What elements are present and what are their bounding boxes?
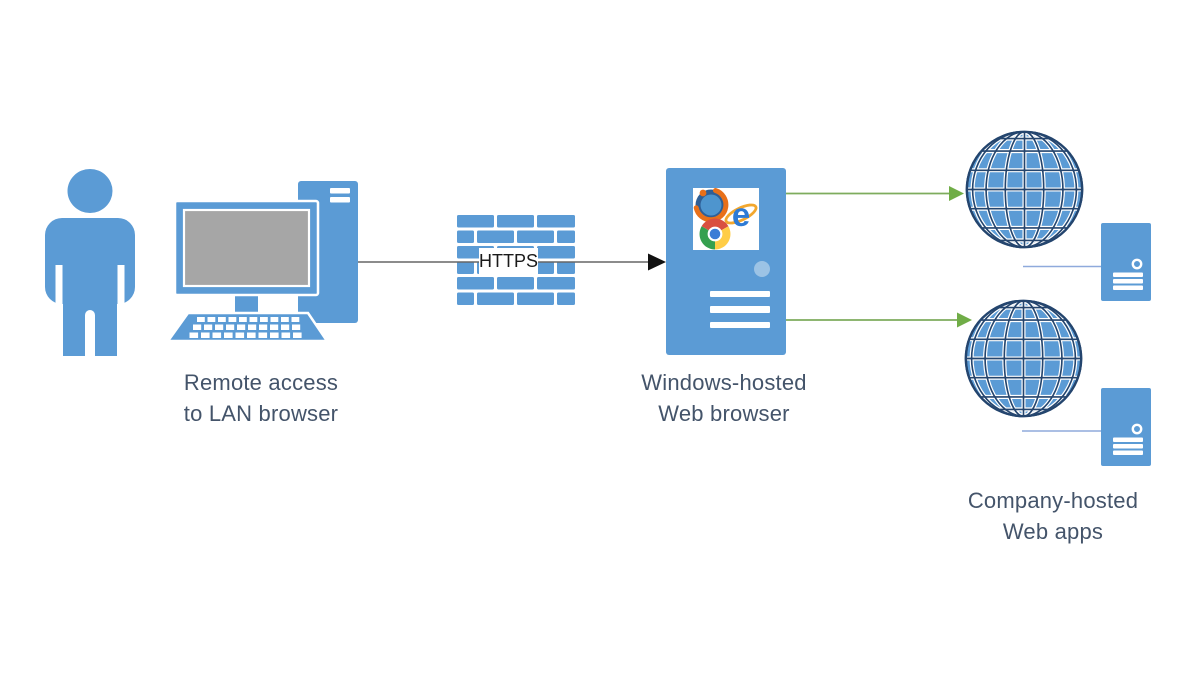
green-arrow-2 — [786, 312, 972, 328]
svg-text:e: e — [732, 196, 750, 233]
client-caption-line1: Remote access — [183, 370, 339, 395]
https-protocol-label: HTTPS — [479, 248, 538, 274]
webapps-caption-line2: Web apps — [1002, 519, 1104, 544]
server-power-button — [754, 261, 770, 277]
green-arrow-1 — [786, 186, 964, 201]
browser-server-tower: e — [666, 168, 786, 355]
server-vent — [710, 290, 770, 297]
webapps-caption: Company-hosted Web apps — [903, 485, 1200, 547]
internet-explorer-logo: e — [724, 196, 758, 233]
person-icon — [45, 169, 135, 363]
app-server-icon-2 — [1101, 388, 1151, 466]
server-vent — [710, 306, 770, 313]
client-caption: Remote access to LAN browser — [111, 367, 411, 429]
monitor-icon — [173, 199, 320, 315]
webapps-caption-line1: Company-hosted — [967, 488, 1139, 513]
server-caption: Windows-hosted Web browser — [574, 367, 874, 429]
server-caption-line2: Web browser — [658, 401, 790, 426]
server-vent — [710, 321, 770, 328]
globe-icon-1 — [963, 128, 1086, 251]
keyboard-icon — [165, 311, 330, 344]
globe-icon-2 — [962, 297, 1085, 420]
client-caption-line2: to LAN browser — [183, 401, 339, 426]
chrome-logo — [699, 218, 731, 250]
firefox-logo — [693, 188, 729, 223]
browser-logos-panel: e — [693, 188, 759, 250]
app-server-icon-1 — [1101, 223, 1151, 301]
desktop-computer-icon — [165, 181, 358, 344]
server-caption-line1: Windows-hosted — [641, 370, 807, 395]
